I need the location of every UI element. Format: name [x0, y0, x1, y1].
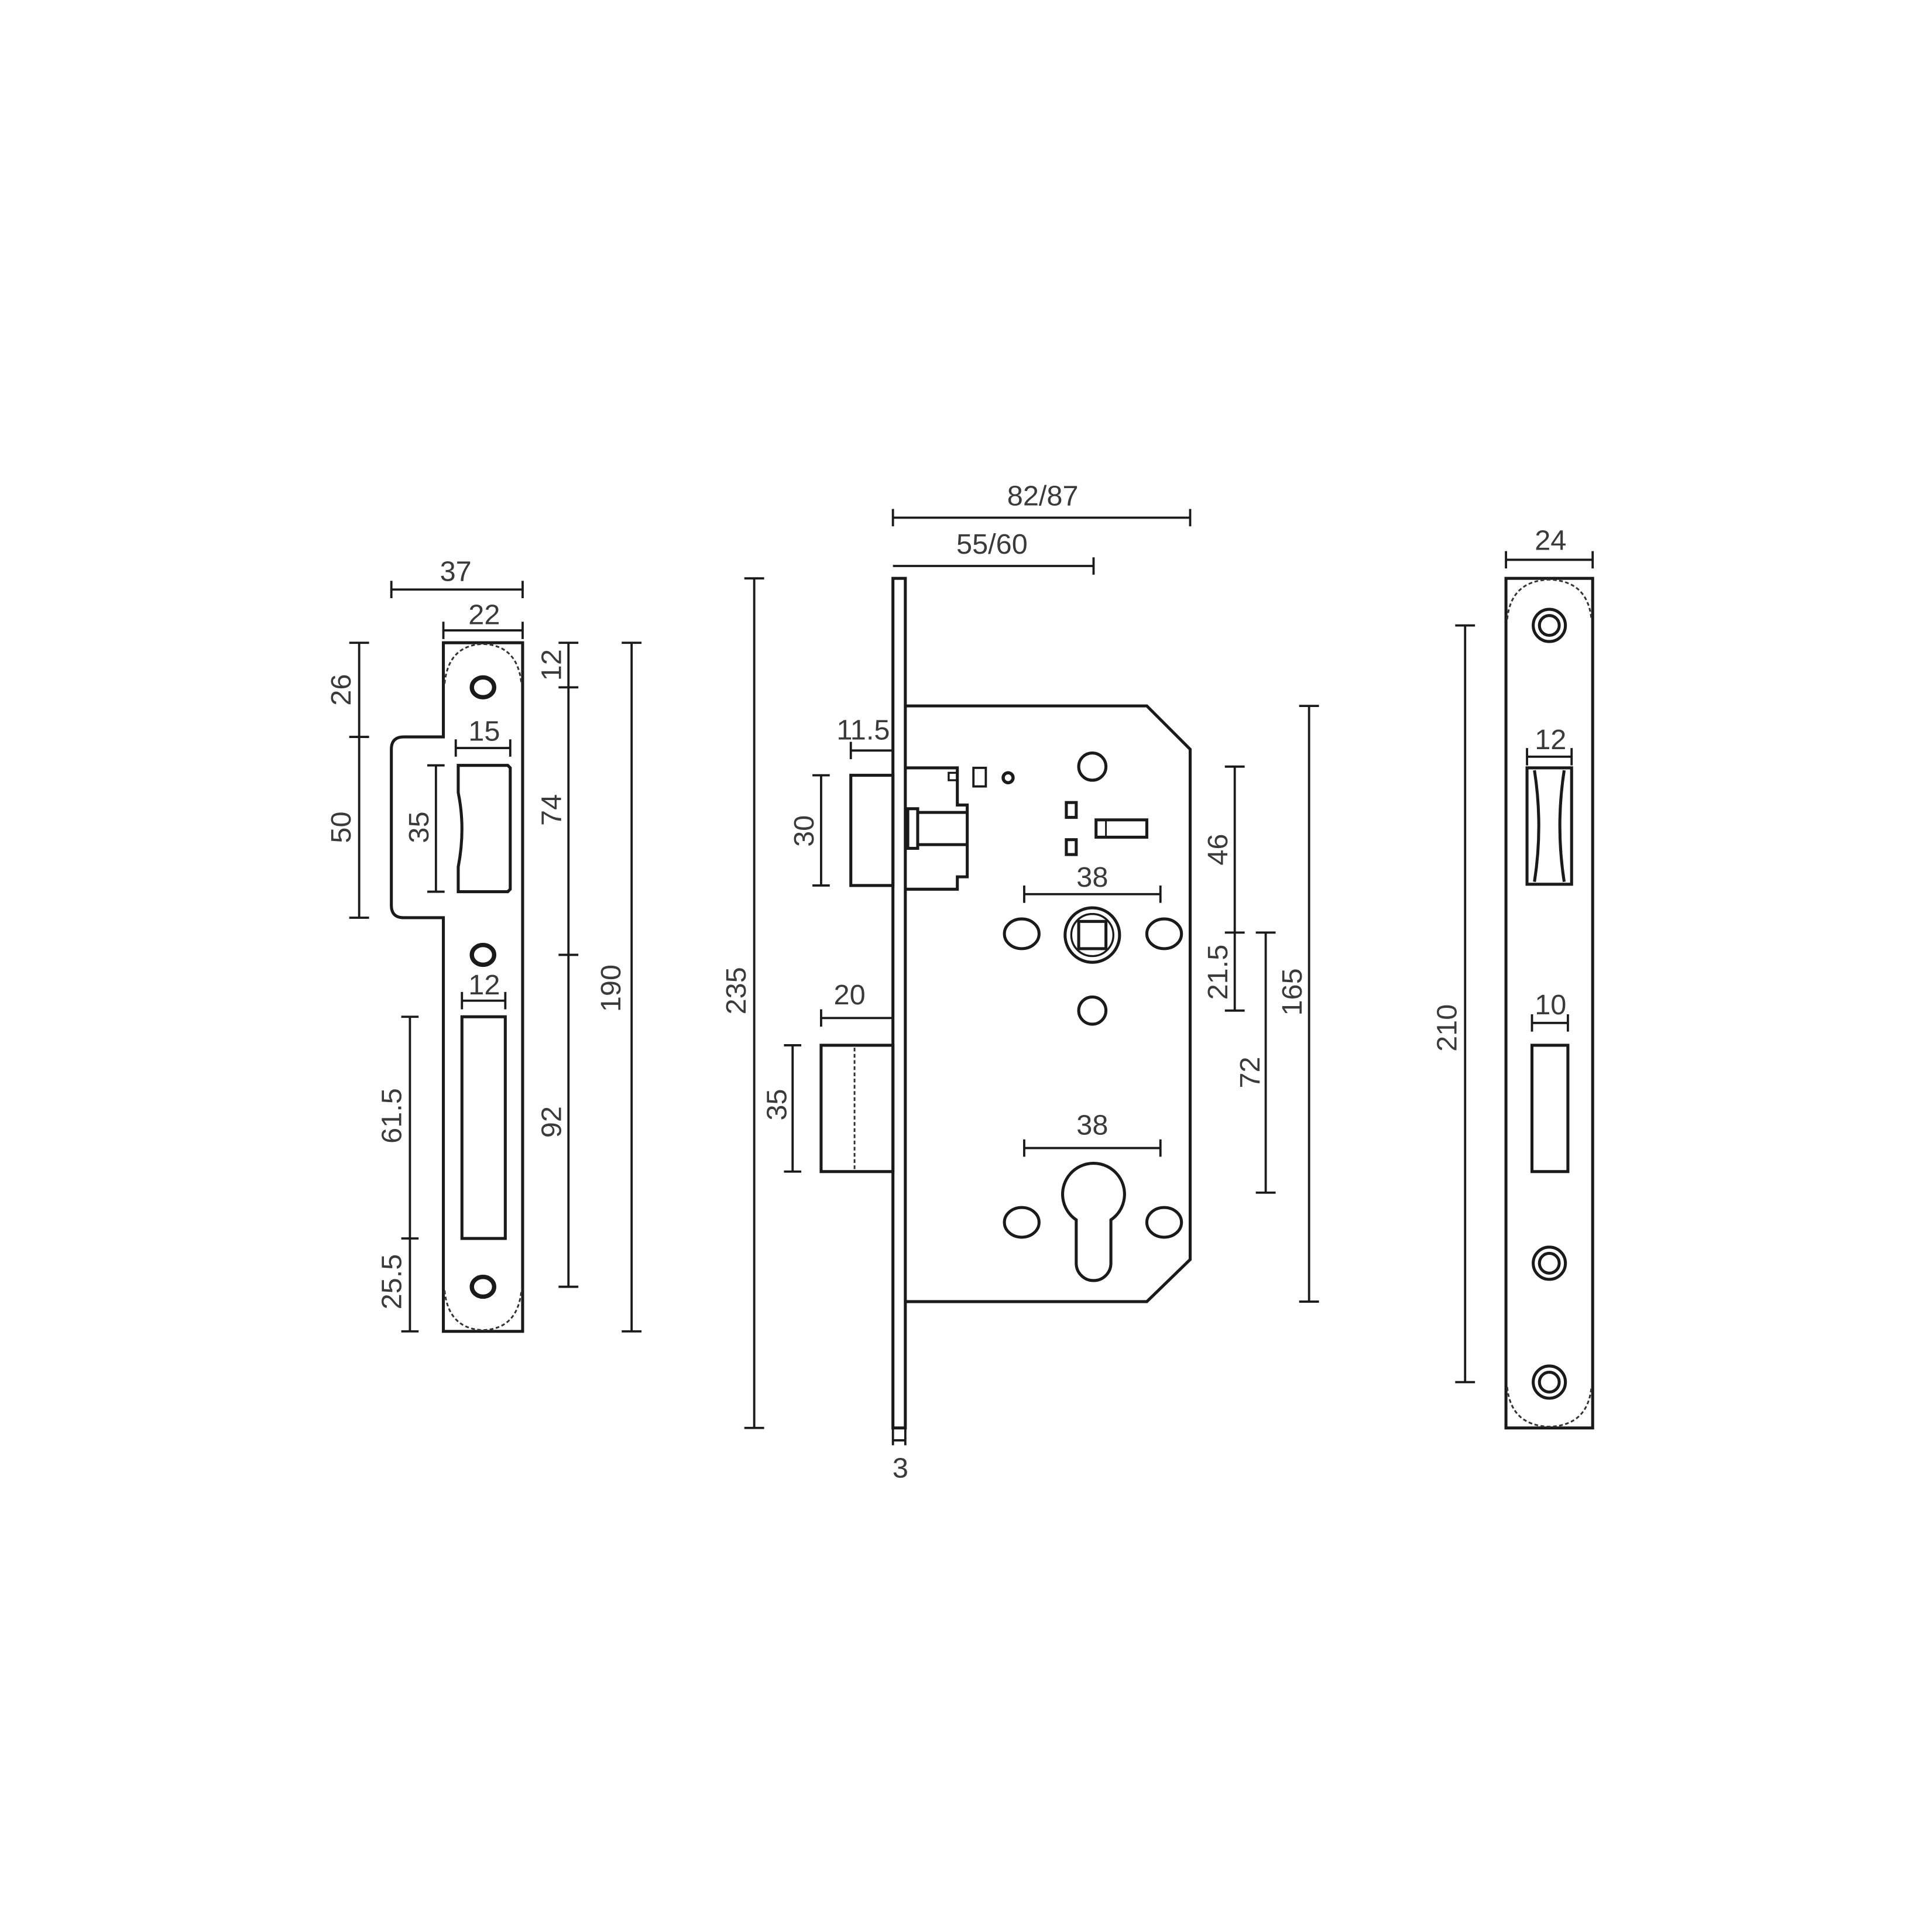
- spindle-follower-inner: [1070, 912, 1114, 958]
- dim-label-latch-slot-width: 15: [468, 715, 500, 747]
- pin: [1001, 771, 1015, 785]
- rounded-corner-top: [444, 643, 523, 684]
- cylinder-fixing-hole: [1003, 1206, 1041, 1239]
- dim-label-screw-spacing: 210: [1431, 1004, 1463, 1052]
- rounded-corner-bottom: [444, 1290, 523, 1332]
- dimension-lines: [744, 509, 1319, 1446]
- slot-detail: [1094, 818, 1148, 839]
- cylinder-fixing-hole: [1145, 1206, 1183, 1239]
- lock-case-outline: [905, 704, 1192, 1303]
- latch-bolt: [849, 774, 895, 887]
- dim-label-bolt-height: 35: [761, 1089, 793, 1120]
- slot-detail: [1065, 801, 1078, 819]
- dim-label-width-plate: 22: [468, 599, 500, 630]
- dim-label-backset: 55/60: [956, 529, 1028, 560]
- forend-plate-outline: [1504, 576, 1594, 1430]
- dim-label-latch-height: 30: [788, 815, 820, 847]
- latch-detail: [972, 767, 987, 788]
- dim-label-cylinder-fixing-spacing: 38: [1076, 1109, 1108, 1141]
- spindle-follower-outer: [1063, 906, 1121, 964]
- strike-plate: 37 22 15 12 26 50 35 61.5 25.5 12 74 92 …: [325, 555, 642, 1333]
- fixing-hole: [1077, 995, 1108, 1026]
- dim-label-case-height: 165: [1276, 968, 1308, 1015]
- dim-label-spindle-to-hole: 21.5: [1202, 945, 1234, 1000]
- screw-hole: [469, 675, 496, 700]
- spindle-square: [1077, 919, 1108, 950]
- screw-hole: [469, 942, 496, 967]
- dim-label-top-to-flange: 26: [325, 674, 357, 706]
- dim-label-spindle-to-cylinder: 72: [1234, 1056, 1266, 1088]
- strike-plate-outline: [390, 641, 524, 1333]
- faceplate: [891, 576, 907, 1430]
- bolt-slot: [1530, 1044, 1570, 1173]
- screw-hole: [1532, 608, 1567, 643]
- dim-label-latch-projection: 11.5: [836, 714, 890, 746]
- rounded-corner-bottom: [1506, 1387, 1593, 1428]
- lock-body: 82/87 55/60 235 3 11.5 30 20 35 38 38 46…: [720, 480, 1319, 1484]
- dim-label-top-to-spindle: 46: [1202, 834, 1234, 866]
- latch-stem: [917, 811, 967, 846]
- slot-detail: [1065, 838, 1078, 856]
- euro-cylinder-cutout: [1061, 1162, 1126, 1282]
- handle-fixing-hole: [1145, 917, 1183, 950]
- bolt-slot: [460, 1015, 507, 1240]
- dim-label-handle-fixing-spacing: 38: [1076, 862, 1108, 893]
- latch-slot: [457, 764, 512, 894]
- latch-detail: [948, 771, 959, 781]
- fixing-hole: [1077, 751, 1108, 782]
- dimension-lines: [349, 581, 642, 1333]
- dim-label-bolt-slot-width: 10: [1535, 989, 1566, 1021]
- dim-label-width: 24: [1535, 525, 1566, 557]
- dim-label-width-total: 37: [440, 555, 472, 587]
- deadbolt: [819, 1044, 895, 1173]
- dim-label-latch-slot-width: 12: [1535, 724, 1566, 756]
- dim-label-latch-slot-height: 35: [403, 811, 435, 843]
- dim-label-overall-height: 190: [595, 965, 627, 1012]
- screw-hole: [1532, 1245, 1567, 1281]
- dim-label-screw-to-bottom-screw: 92: [536, 1106, 568, 1138]
- latch-housing: [905, 766, 969, 891]
- handle-fixing-hole: [1003, 917, 1041, 950]
- rounded-corner-top: [1506, 578, 1593, 620]
- dim-label-bolt-slot-width: 12: [468, 969, 500, 1001]
- dim-label-overall-depth: 82/87: [1007, 480, 1079, 512]
- latch-stem-cap: [906, 807, 919, 850]
- screw-hole: [469, 1274, 496, 1299]
- latch-slot: [1525, 766, 1573, 886]
- forend-plate: 24 12 10 210: [1431, 525, 1594, 1430]
- dim-label-bolt-slot-to-bottom: 25.5: [376, 1254, 408, 1310]
- dimension-lines: [1455, 551, 1594, 1384]
- dim-label-screw-to-screw: 74: [536, 794, 568, 826]
- dim-label-bolt-slot-height: 61.5: [376, 1088, 408, 1144]
- dim-label-faceplate-height: 235: [720, 967, 752, 1014]
- dim-label-flange-height: 50: [325, 811, 357, 843]
- dim-label-top-to-screw: 12: [536, 649, 568, 681]
- dim-label-bolt-projection: 20: [834, 979, 866, 1011]
- screw-hole: [1532, 1364, 1567, 1400]
- dim-label-faceplate-thickness: 3: [893, 1452, 908, 1484]
